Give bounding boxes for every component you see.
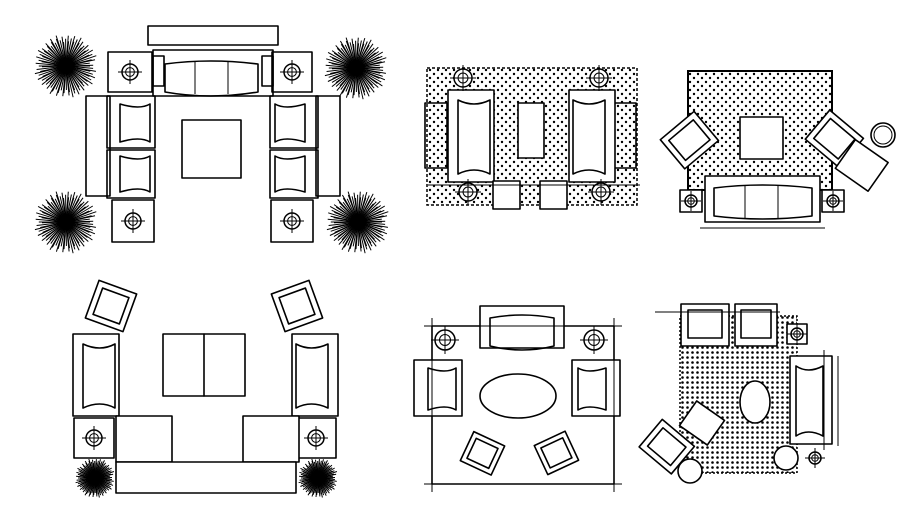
chair-stack-right xyxy=(269,95,319,199)
console-table xyxy=(115,461,297,494)
side-table xyxy=(271,51,313,93)
sofa-left xyxy=(447,89,495,183)
lamp-table-icon xyxy=(455,179,481,205)
round-table xyxy=(677,458,703,484)
lamp-table-icon xyxy=(580,326,608,354)
plan-2 xyxy=(424,67,638,210)
sofa-right xyxy=(568,89,616,183)
sofa-top xyxy=(152,49,274,97)
console-left xyxy=(424,102,448,169)
chair xyxy=(242,415,300,463)
lamp-table-icon xyxy=(588,179,614,205)
chair xyxy=(539,180,568,210)
plant-icon xyxy=(298,458,338,498)
chair-left xyxy=(413,359,463,417)
generated-symbols xyxy=(34,35,843,498)
lamp-table-icon xyxy=(280,209,304,233)
sofa-left xyxy=(72,333,120,417)
chair xyxy=(115,415,173,463)
lamp-table-icon xyxy=(304,426,328,450)
armchair-icon xyxy=(834,138,889,193)
armchair-icon xyxy=(659,110,720,170)
chair-stack-left xyxy=(106,95,156,199)
plant-icon xyxy=(34,35,97,98)
side-table xyxy=(270,199,314,243)
sofa-right xyxy=(291,333,339,417)
plan-3 xyxy=(659,70,896,223)
sofa-right xyxy=(789,355,833,445)
lamp-table-icon xyxy=(450,65,476,91)
lamp-table-icon xyxy=(823,191,843,211)
plant-icon xyxy=(326,191,389,254)
plan-4 xyxy=(72,279,339,494)
armchair-icon xyxy=(270,279,324,333)
console-table xyxy=(147,25,279,46)
plan-5 xyxy=(413,305,621,485)
plant-icon xyxy=(34,191,97,254)
coffee-table xyxy=(479,373,557,419)
lamp-table-icon xyxy=(121,209,145,233)
armchair-icon xyxy=(638,418,696,475)
round-table xyxy=(870,122,896,148)
coffee-table xyxy=(739,380,771,424)
sofa-bottom xyxy=(704,175,821,223)
lamp-table-icon xyxy=(118,60,142,84)
lamp-table-icon xyxy=(681,191,701,211)
lamp-table-icon xyxy=(805,448,825,468)
lamp-table-icon xyxy=(431,326,459,354)
sofa-top xyxy=(479,305,565,351)
side-table xyxy=(107,51,153,93)
coffee-table xyxy=(739,116,784,160)
plan-1 xyxy=(85,25,341,243)
plant-icon xyxy=(75,458,115,498)
coffee-table xyxy=(517,102,545,159)
lamp-table-icon xyxy=(787,324,807,344)
plan-6 xyxy=(638,303,833,484)
armchair-icon xyxy=(459,430,506,476)
lamp-table-icon xyxy=(280,60,304,84)
lamp-table-icon xyxy=(82,426,106,450)
chair xyxy=(680,303,730,347)
chair-right xyxy=(571,359,621,417)
chair xyxy=(734,303,778,347)
armchair-icon xyxy=(84,279,138,333)
armchair-icon xyxy=(533,430,580,476)
lamp-table-icon xyxy=(586,65,612,91)
console-right xyxy=(315,95,341,197)
console-left xyxy=(85,95,111,197)
side-table xyxy=(111,199,155,243)
plant-icon xyxy=(324,37,387,100)
round-table xyxy=(773,445,799,471)
chair xyxy=(492,180,521,210)
armchair-icon xyxy=(678,400,726,446)
coffee-table xyxy=(181,119,242,179)
